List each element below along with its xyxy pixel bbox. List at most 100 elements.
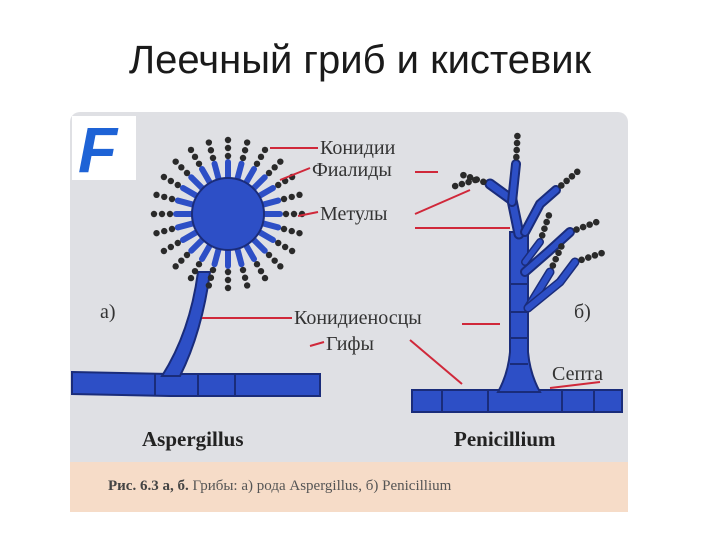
conidium <box>253 261 261 268</box>
conidium <box>160 173 168 181</box>
phialide <box>199 165 213 186</box>
conidium <box>224 276 232 284</box>
phialide <box>188 174 206 192</box>
conidium <box>271 257 278 264</box>
conidium <box>265 251 273 259</box>
conidium <box>257 153 265 161</box>
label-septa: Септа <box>552 363 603 385</box>
caption-prefix: Рис. 6.3 а, б. <box>108 478 189 494</box>
conidium <box>282 210 290 218</box>
slide-title: Леечный гриб и кистевик <box>128 38 592 82</box>
aspergillus-vesicle <box>150 136 306 292</box>
conidium <box>241 147 249 154</box>
conidium <box>207 274 215 281</box>
label-penicillium: Penicillium <box>454 427 556 451</box>
conidium <box>261 146 269 154</box>
conidium <box>460 171 467 179</box>
phialide <box>243 242 257 263</box>
conidium <box>277 263 284 270</box>
conidium <box>271 164 278 171</box>
conidium <box>288 227 295 235</box>
conidium <box>224 268 232 276</box>
conidium <box>191 153 199 161</box>
svg-text:F: F <box>78 114 119 186</box>
conidium <box>261 274 269 282</box>
vesicle <box>191 177 265 251</box>
aspergillus-hyphae <box>71 370 321 397</box>
conidium <box>161 193 168 201</box>
phialide <box>243 165 257 186</box>
conidium <box>195 261 203 268</box>
conidium <box>224 284 232 292</box>
conidium <box>280 225 288 233</box>
phialide <box>211 160 222 183</box>
conidium <box>277 158 284 165</box>
conidium <box>160 247 168 255</box>
conidium <box>253 160 261 167</box>
conidium <box>275 239 282 247</box>
leader-lines <box>202 147 601 389</box>
phialide <box>188 236 206 254</box>
conidium <box>265 169 273 177</box>
conidium <box>183 169 191 177</box>
label-conidiophores: Конидиеносцы <box>294 307 422 329</box>
fungi-figure: F <box>70 112 628 512</box>
conidium <box>290 210 298 218</box>
phialide <box>179 229 200 243</box>
conidium <box>241 274 249 281</box>
conidium <box>471 176 479 184</box>
label-part-a: а) <box>100 301 116 323</box>
conidium <box>195 160 203 167</box>
conidium <box>586 221 593 228</box>
conidium <box>153 229 160 237</box>
conidium <box>592 218 600 226</box>
phialide <box>234 160 245 183</box>
conidium <box>573 168 581 176</box>
conidium <box>168 195 176 203</box>
conidium <box>183 251 191 259</box>
penicillium-conidia-chains <box>451 132 605 269</box>
conidium <box>178 257 185 264</box>
penicillium-metulae <box>484 159 580 313</box>
label-part-b: б) <box>574 301 591 323</box>
conidium <box>209 154 217 162</box>
conidium <box>161 227 168 235</box>
conidium <box>578 256 585 264</box>
conidium <box>513 139 521 147</box>
penicillium-hyphae <box>411 389 623 413</box>
conidium <box>167 243 175 251</box>
conidium <box>513 153 520 161</box>
label-metulae: Метулы <box>320 203 387 225</box>
phialide <box>259 220 282 231</box>
conidium <box>207 147 215 154</box>
conidium <box>172 263 179 270</box>
conidium <box>465 178 472 186</box>
conidium <box>168 225 176 233</box>
phialide <box>259 197 282 208</box>
phialide <box>250 174 268 192</box>
conidium <box>552 255 559 263</box>
label-aspergillus: Aspergillus <box>142 427 244 451</box>
conidium <box>243 139 251 146</box>
phialide <box>199 242 213 263</box>
phialide <box>174 220 197 231</box>
fungi-diagram: F <box>70 112 628 512</box>
conidium <box>187 146 195 154</box>
conidium <box>205 282 213 289</box>
conidium <box>275 181 282 189</box>
conidium <box>288 193 295 201</box>
conidium <box>191 267 199 275</box>
conidium <box>243 282 251 289</box>
conidium <box>598 249 605 257</box>
conidium <box>513 146 520 154</box>
figure-caption: Рис. 6.3 а, б. Грибы: а) рода Aspergillu… <box>108 478 452 494</box>
phialide <box>256 185 277 199</box>
f-logo-icon: F <box>72 114 136 186</box>
conidium <box>480 178 487 186</box>
label-conidia: Конидии <box>320 137 396 159</box>
conidium <box>543 218 550 226</box>
conidium <box>205 139 213 146</box>
caption-band <box>70 462 628 512</box>
conidium <box>166 210 174 218</box>
conidium <box>555 249 562 257</box>
